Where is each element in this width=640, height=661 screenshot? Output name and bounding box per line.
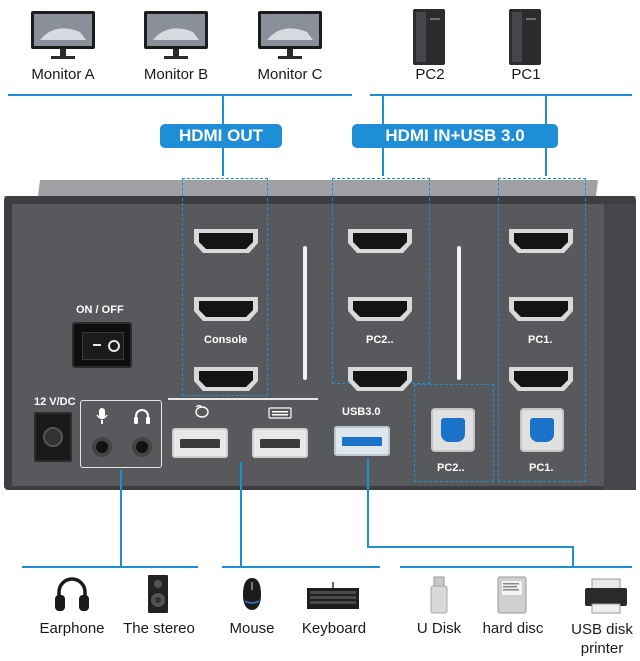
hard-disk-label: hard disc [482, 620, 544, 637]
monitor-b-icon [143, 10, 209, 67]
usb3-label: USB3.0 [342, 406, 381, 418]
hdmi-port-icon[interactable] [193, 366, 259, 397]
hdmi-port-icon[interactable] [193, 228, 259, 259]
audio-out-jack[interactable] [132, 437, 152, 457]
power-switch-rocker [82, 332, 124, 360]
earphone-label: Earphone [39, 620, 105, 637]
connector-line [120, 470, 122, 566]
printer-label: USB disk printer [571, 621, 633, 657]
connector-line [22, 566, 198, 568]
keyboard-label: Keyboard [301, 620, 367, 637]
connector-line [382, 94, 384, 124]
mouse-port-icon [193, 404, 211, 423]
connector-line [400, 566, 632, 568]
pc2-hdmi-label: PC2.. [366, 334, 394, 346]
pc2-tower-icon [412, 8, 446, 71]
stereo-label: The stereo [123, 620, 195, 637]
pc1-tower-icon [508, 8, 542, 71]
monitor-c-icon [257, 10, 323, 67]
hdmi-out-badge: HDMI OUT [160, 124, 282, 148]
hdmi-port-icon[interactable] [508, 228, 574, 259]
monitor-a-icon [30, 10, 96, 67]
console-label: Console [204, 334, 248, 346]
monitor-a-label: Monitor A [31, 66, 95, 83]
hdmi-port-icon[interactable] [193, 296, 259, 327]
dc-power-jack[interactable] [34, 412, 72, 462]
pc2-usb-b-port[interactable] [431, 408, 475, 452]
connector-line [382, 148, 384, 176]
connector-line [367, 458, 369, 548]
pc1-usb-b-port[interactable] [520, 408, 564, 452]
connector-line [8, 94, 352, 96]
pc1-group-outline [498, 178, 586, 482]
connector-line [370, 94, 632, 96]
connector-line [222, 148, 224, 176]
usb-mouse-port[interactable] [172, 428, 228, 458]
usb-keyboard-port[interactable] [252, 428, 308, 458]
power-switch[interactable] [72, 322, 132, 368]
keyboard-port-icon [268, 406, 292, 424]
usb3-port[interactable] [334, 426, 390, 456]
divider-light [457, 246, 461, 380]
pc1-usb-label: PC1. [529, 462, 554, 474]
console-group-outline [182, 178, 268, 396]
connector-line [222, 566, 380, 568]
hdmi-port-icon[interactable] [347, 228, 413, 259]
monitor-b-label: Monitor B [143, 66, 209, 83]
mouse-label: Mouse [229, 620, 275, 637]
hdmi-port-icon[interactable] [347, 366, 413, 397]
audio-jacks-panel [80, 400, 162, 468]
mouse-icon [242, 577, 262, 616]
hdmi-port-icon[interactable] [347, 296, 413, 327]
connector-line [240, 462, 242, 566]
pc1-hdmi-label: PC1. [528, 334, 553, 346]
headphone-icon [133, 407, 151, 430]
usb-disk-icon [429, 576, 449, 619]
connector-line [367, 546, 573, 548]
hard-disk-icon [497, 576, 527, 619]
pc2-usb-label: PC2.. [437, 462, 465, 474]
usb-mouse-port-frame [168, 398, 318, 400]
connector-line [545, 148, 547, 176]
connector-line [545, 94, 547, 124]
connector-line [572, 546, 574, 566]
power-label: ON / OFF [76, 304, 124, 316]
pc1-label: PC1 [511, 66, 541, 83]
earphone-icon [54, 574, 90, 619]
connector-line [222, 94, 224, 124]
dc-label: 12 V/DC [34, 396, 76, 408]
mic-icon [95, 407, 109, 430]
hdmi-in-badge: HDMI IN+USB 3.0 [352, 124, 558, 148]
usb-disk-label: U Disk [416, 620, 462, 637]
printer-icon [584, 578, 628, 619]
pc2-label: PC2 [415, 66, 445, 83]
keyboard-icon [305, 582, 361, 617]
hdmi-port-icon[interactable] [508, 296, 574, 327]
mic-jack[interactable] [92, 437, 112, 457]
pc2-hdmi-group-outline [332, 178, 430, 384]
pc2-usb-group-outline [414, 384, 494, 482]
hdmi-port-icon[interactable] [508, 366, 574, 397]
monitor-c-label: Monitor C [257, 66, 323, 83]
divider-light [303, 246, 307, 380]
speaker-icon [147, 574, 169, 619]
